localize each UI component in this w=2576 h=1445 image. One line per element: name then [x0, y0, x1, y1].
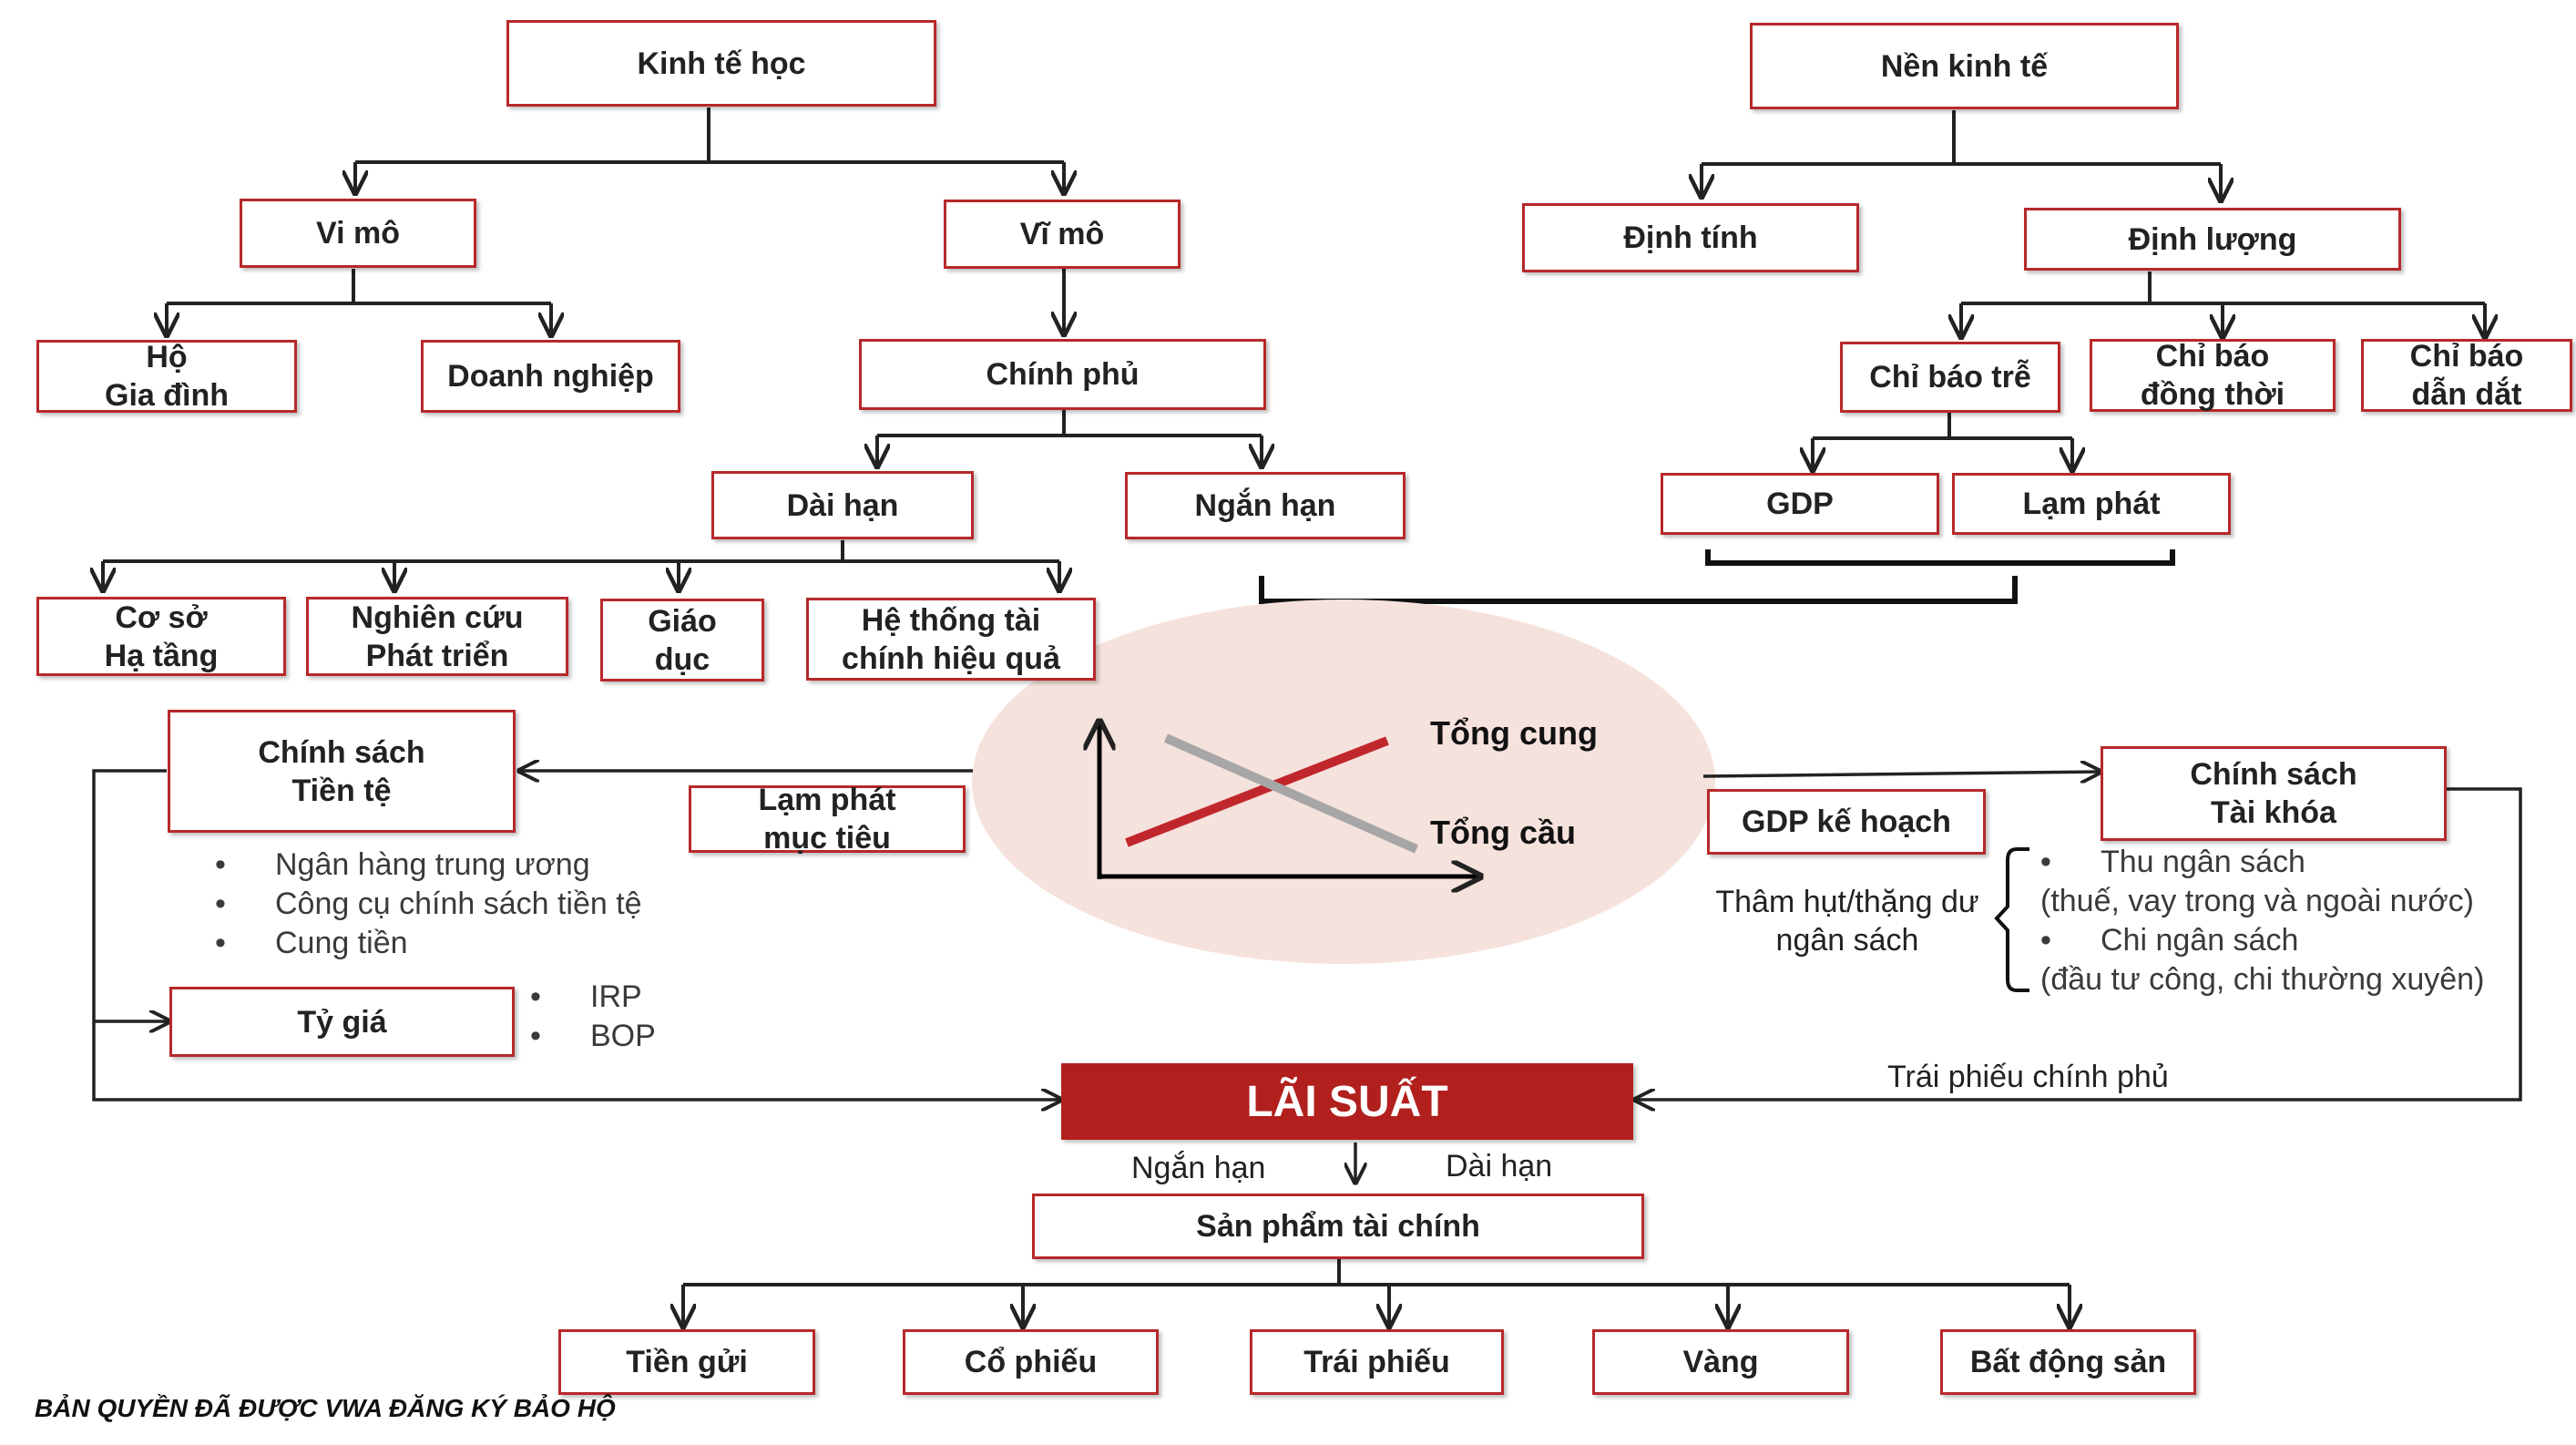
leading-indicator-box: Chỉ báo dẫn dắt: [2361, 339, 2572, 412]
quantitative-box: Định lượng: [2024, 208, 2401, 271]
long-term-box: Dài hạn: [711, 471, 974, 539]
qualitative-box: Định tính: [1522, 203, 1859, 272]
revenue-label: Thu ngân sách: [2040, 843, 2484, 882]
gdp-plan-box: GDP kế hoạch: [1707, 789, 1986, 855]
fiscal-policy-box: Chính sách Tài khóa: [2101, 746, 2447, 841]
short-term-rate-label: Ngắn hạn: [1131, 1151, 1266, 1185]
financial-products-box: Sản phẩm tài chính: [1032, 1194, 1644, 1259]
aggregate-supply-label: Tổng cung: [1430, 714, 1598, 752]
demand-curve: [1163, 733, 1419, 854]
spending-label: Chi ngân sách: [2040, 921, 2484, 960]
target-inflation-box: Lạm phát mục tiêu: [689, 783, 966, 856]
research-box: Nghiên cứu Phát triển: [306, 597, 568, 676]
product-box-deposits: Tiền gửi: [558, 1329, 815, 1395]
interest-rate-box: LÃI SUẤT: [1061, 1063, 1633, 1140]
product-box-gold: Vàng: [1592, 1329, 1849, 1395]
economy-box: Nền kinh tế: [1750, 23, 2179, 109]
monetary-policy-box: Chính sách Tiền tệ: [168, 710, 516, 833]
monetary-bullet: Ngân hàng trung ương: [215, 845, 642, 885]
short-term-box: Ngắn hạn: [1125, 472, 1406, 539]
tree-connectors: [103, 108, 2485, 590]
economics-box: Kinh tế học: [506, 20, 936, 107]
infrastructure-box: Cơ sở Hạ tầng: [36, 597, 286, 676]
finance-system-box: Hệ thống tài chính hiệu quả: [806, 598, 1096, 681]
inflation-box: Lạm phát: [1952, 473, 2231, 535]
monetary-bullet: Cung tiền: [215, 924, 642, 963]
ad-as-chart: [1099, 722, 1480, 879]
ad-as-ellipse: [972, 600, 1715, 964]
aggregate-demand-label: Tổng cầu: [1430, 814, 1576, 851]
supply-curve: [1125, 736, 1389, 847]
fiscal-bullet: Chi ngân sách (đầu tư công, chi thường x…: [2040, 921, 2484, 999]
household-box: Hộ Gia đình: [36, 340, 297, 413]
education-box: Giáo dục: [600, 599, 764, 682]
fx-bullets: IRP BOP: [530, 978, 656, 1056]
policy-connectors: [92, 771, 2522, 1183]
product-box-bonds: Trái phiếu: [1250, 1329, 1504, 1395]
budget-deficit-label: Thâm hụt/thặng dư ngân sách: [1715, 885, 1979, 958]
gdp-box: GDP: [1661, 473, 1939, 535]
long-term-rate-label: Dài hạn: [1446, 1149, 1553, 1184]
government-bonds-label: Trái phiếu chính phủ: [1887, 1060, 2169, 1094]
revenue-detail: (thuế, vay trong và ngoài nước): [2040, 884, 2474, 918]
exchange-rate-box: Tỷ giá: [169, 987, 515, 1057]
government-box: Chính phủ: [859, 339, 1266, 410]
coincident-indicator-box: Chỉ báo đồng thời: [2090, 339, 2336, 412]
micro-box: Vi mô: [240, 199, 476, 268]
fx-bullet: BOP: [530, 1017, 656, 1056]
fiscal-bullet: Thu ngân sách (thuế, vay trong và ngoài …: [2040, 843, 2484, 921]
product-box-real-estate: Bất động sản: [1940, 1329, 2196, 1395]
macro-box: Vĩ mô: [944, 200, 1181, 269]
fx-bullet: IRP: [530, 978, 656, 1017]
copyright-notice: BẢN QUYỀN ĐÃ ĐƯỢC VWA ĐĂNG KÝ BẢO HỘ: [35, 1394, 616, 1422]
spending-detail: (đầu tư công, chi thường xuyên): [2040, 962, 2485, 997]
deficit-brace: [1994, 847, 2029, 992]
enterprise-box: Doanh nghiệp: [421, 340, 680, 413]
product-box-stocks: Cổ phiếu: [903, 1329, 1159, 1395]
monetary-bullets: Ngân hàng trung ương Công cụ chính sách …: [215, 845, 642, 963]
fiscal-bullets: Thu ngân sách (thuế, vay trong và ngoài …: [2040, 843, 2484, 999]
monetary-bullet: Công cụ chính sách tiền tệ: [215, 885, 642, 924]
lagging-indicator-box: Chỉ báo trễ: [1840, 342, 2060, 413]
